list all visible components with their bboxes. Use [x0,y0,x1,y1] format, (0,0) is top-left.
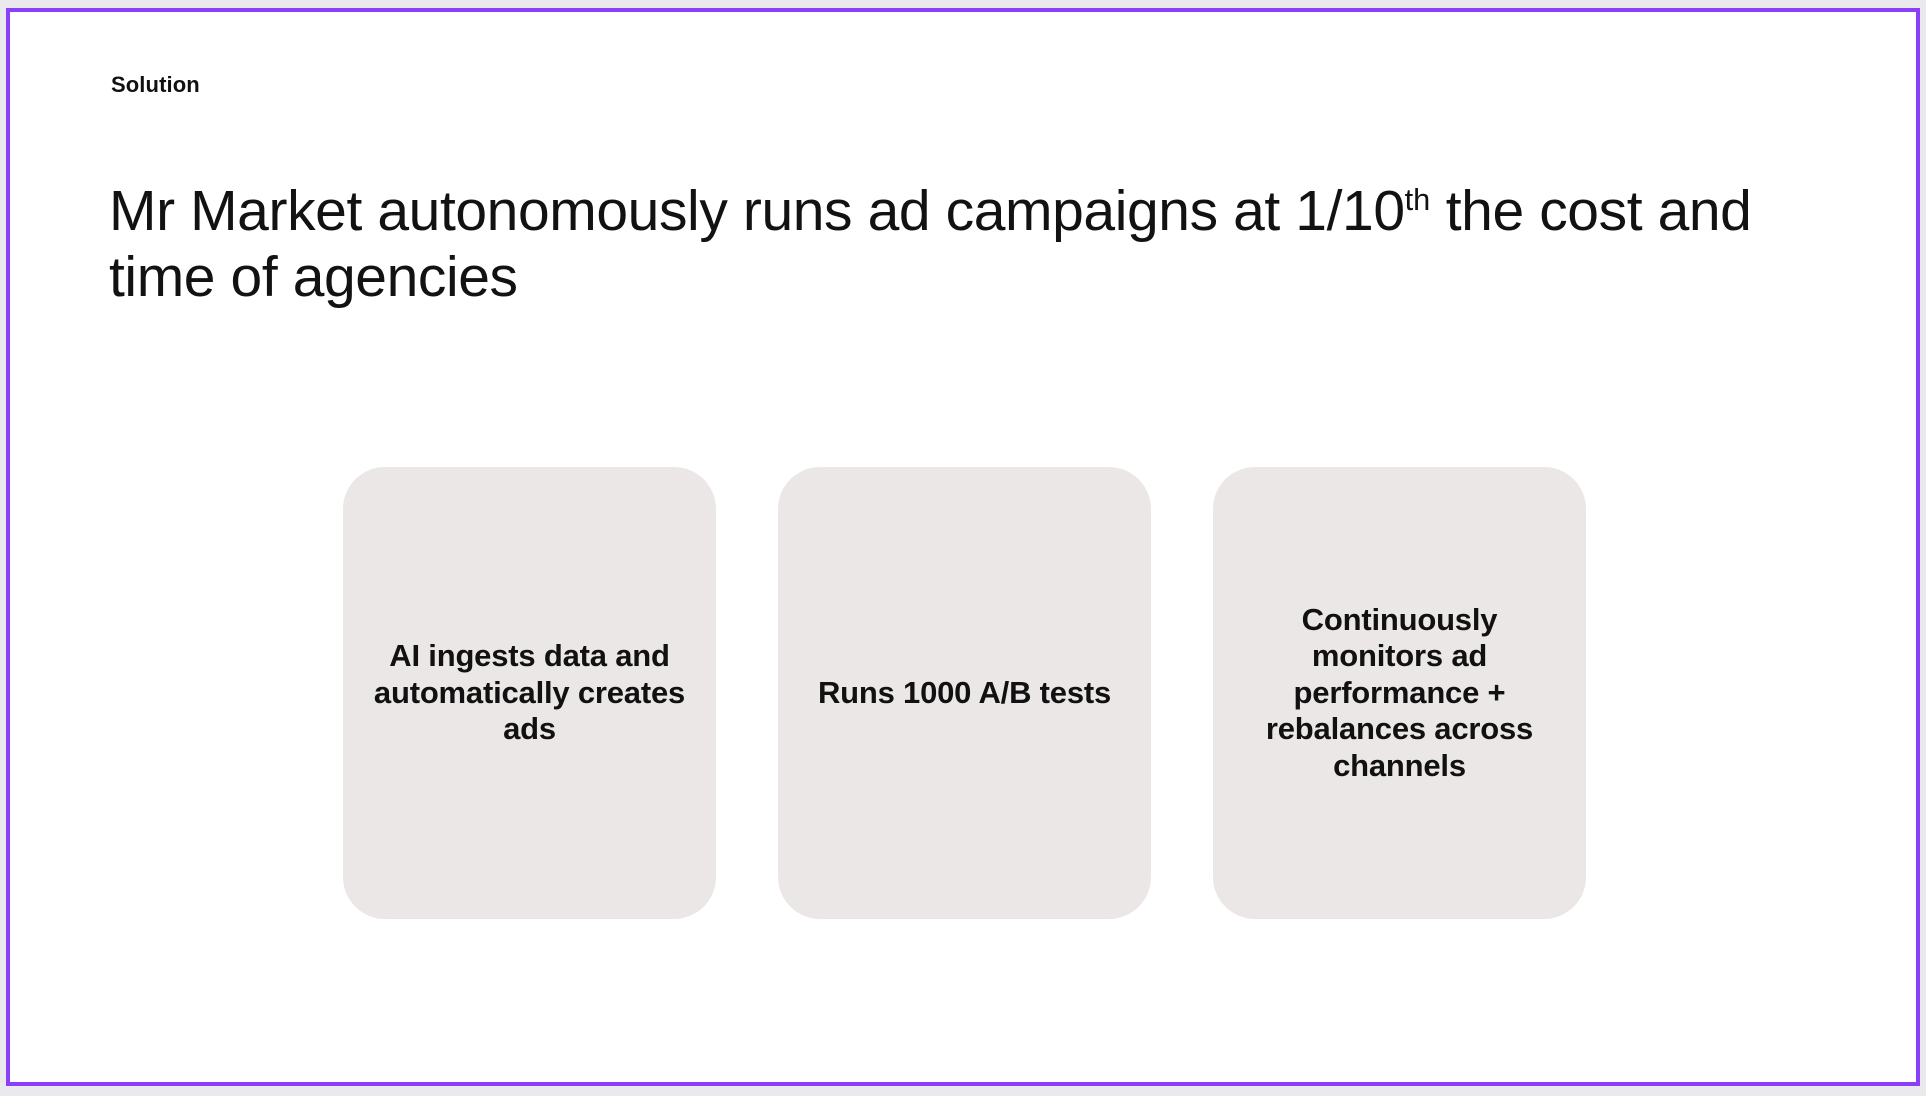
headline-tail-text: the cost and time of agencies [109,179,1752,310]
feature-card-3: Continuously monitors ad performance + r… [1213,467,1586,919]
headline-main-text: Mr Market autonomously runs ad campaigns… [109,179,1405,244]
page-title: Mr Market autonomously runs ad campaigns… [109,178,1769,310]
feature-card-row: AI ingests data and automatically create… [343,467,1586,919]
slide-canvas: Solution Mr Market autonomously runs ad … [10,12,1916,1082]
feature-card-1: AI ingests data and automatically create… [343,467,716,919]
feature-card-2-label: Runs 1000 A/B tests [817,674,1112,710]
headline-ordinal-suffix: th [1404,182,1431,218]
section-eyebrow-label: Solution [111,72,200,97]
feature-card-3-label: Continuously monitors ad performance + r… [1265,601,1534,783]
feature-card-2: Runs 1000 A/B tests [778,467,1151,919]
slide-frame: Solution Mr Market autonomously runs ad … [6,8,1920,1086]
feature-card-1-label: AI ingests data and automatically create… [373,638,686,747]
